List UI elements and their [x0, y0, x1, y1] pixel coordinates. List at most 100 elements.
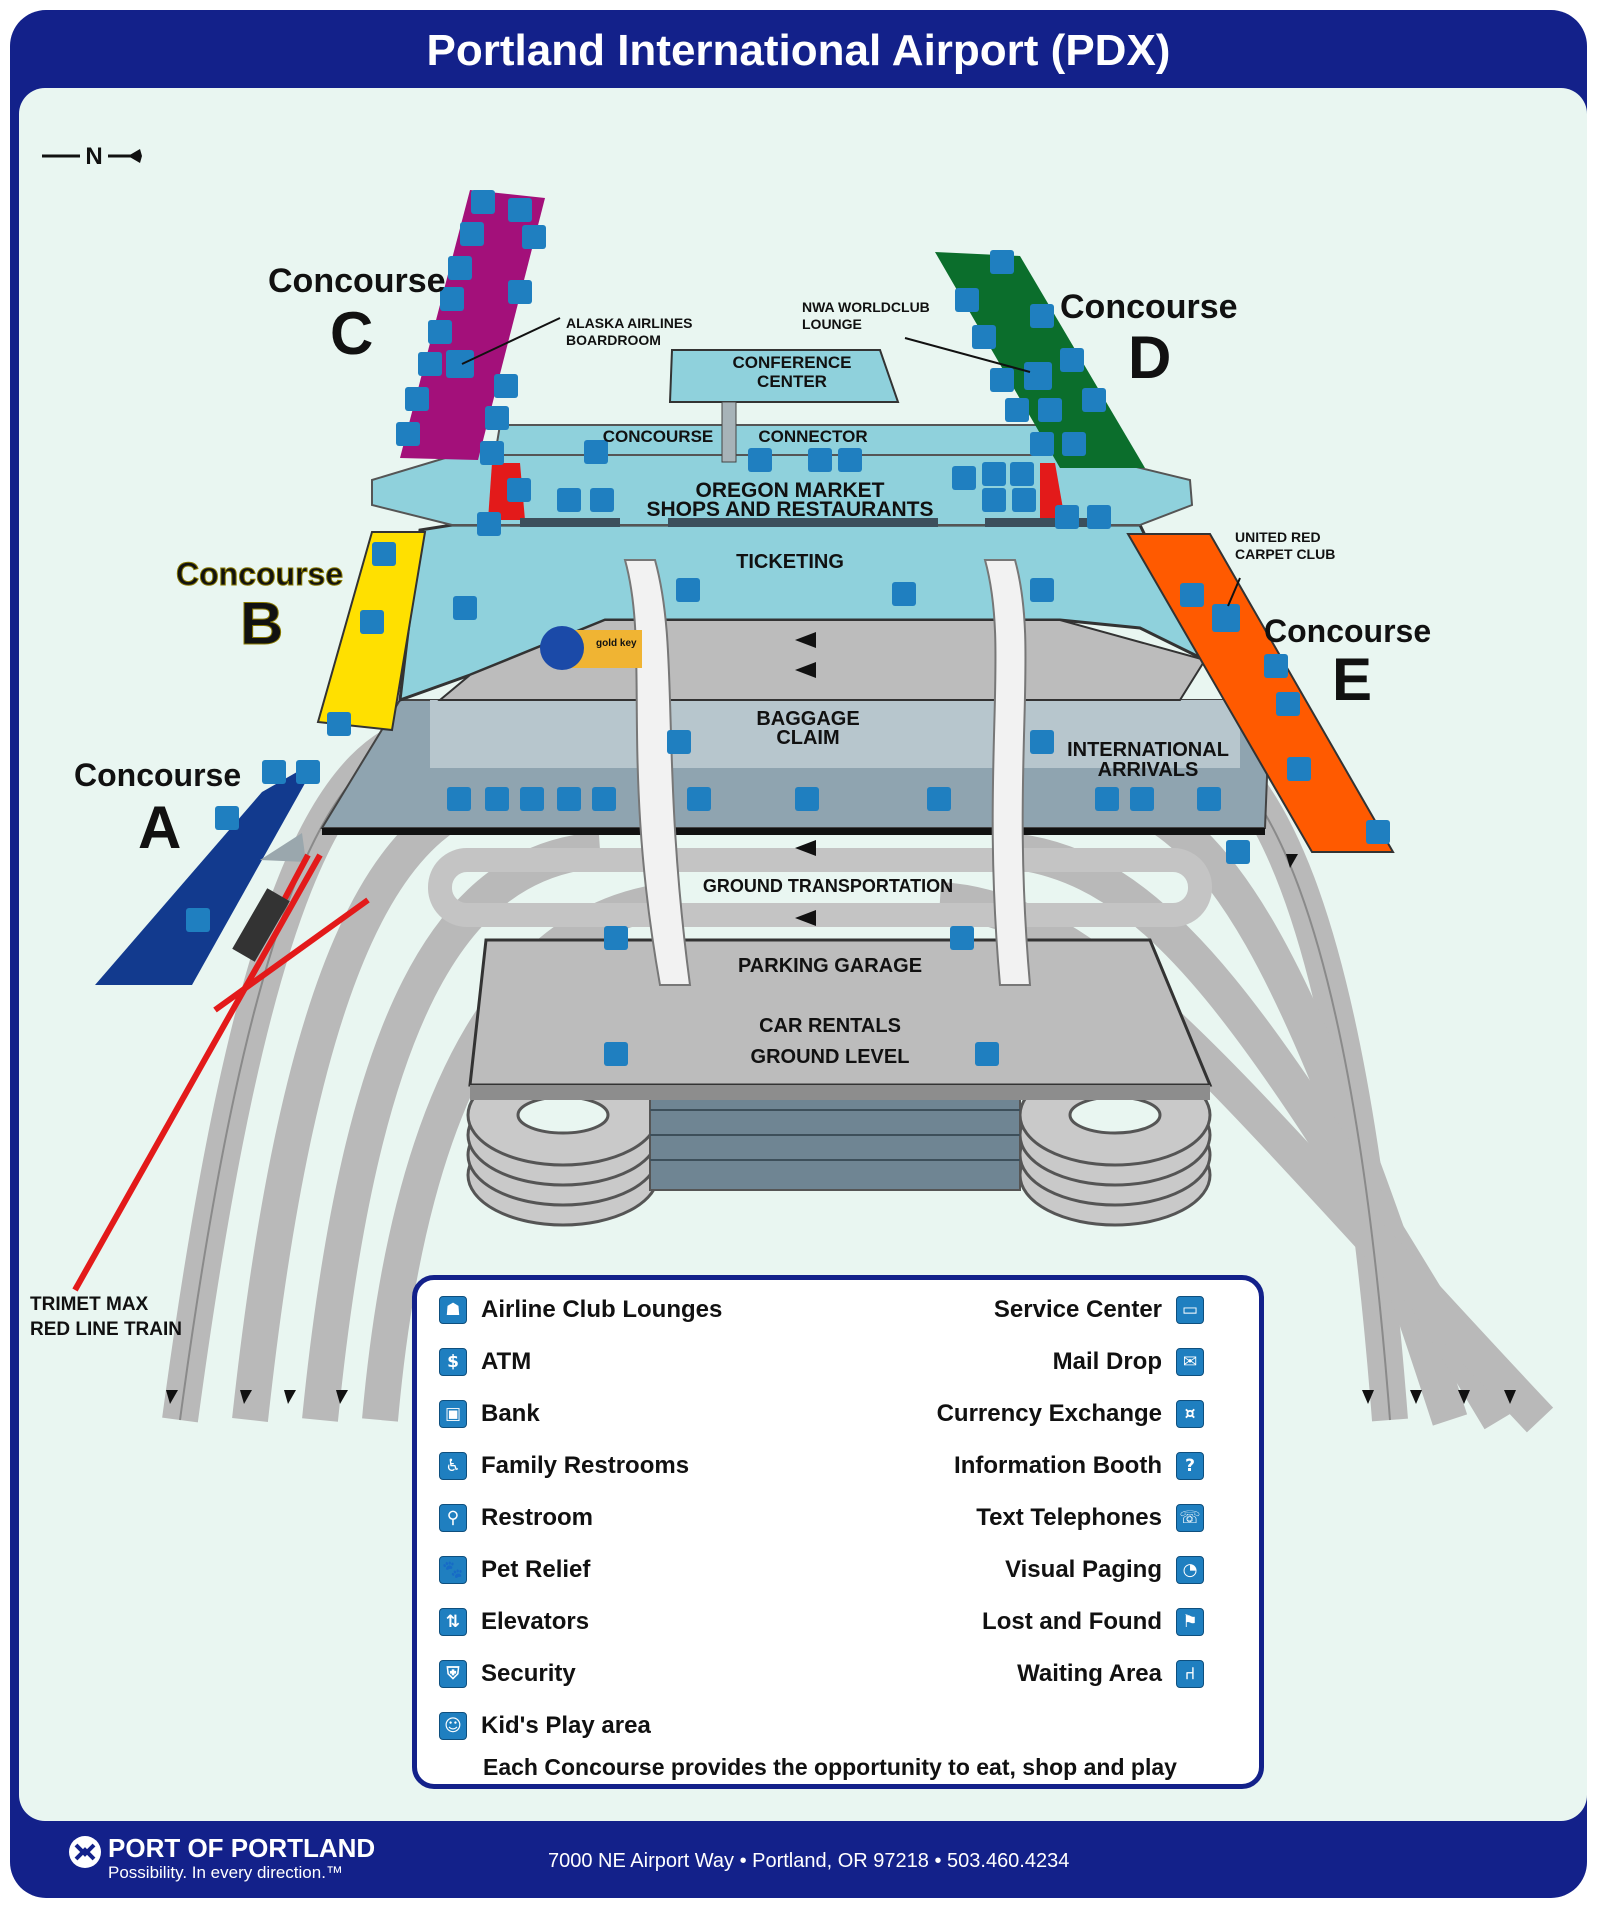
legend-item: ♿Family Restrooms: [439, 1452, 689, 1480]
concourse-labels: Concourse C Concourse D Concourse B Conc…: [74, 262, 1431, 861]
port-tagline: Possibility. In every direction.™: [108, 1863, 343, 1882]
legend-label: Text Telephones: [976, 1504, 1162, 1531]
concourse-b-word: Concourse: [176, 556, 343, 592]
restroom-icon: [838, 448, 862, 472]
intl-label-2: ARRIVALS: [1098, 759, 1199, 781]
united-label-2: CARPET CLUB: [1235, 546, 1335, 562]
concourse-e: [1126, 533, 1395, 853]
alaska-label-1: ALASKA AIRLINES: [566, 315, 693, 331]
restroom-icon: ⚲: [439, 1504, 467, 1532]
atm-icon: [428, 320, 452, 344]
elevator-icon: [604, 926, 628, 950]
concourse-e-word: Concourse: [1264, 613, 1431, 649]
mail-drop-icon: [557, 488, 581, 512]
service-center-icon: [1060, 348, 1084, 372]
elevator-icon: [1366, 820, 1390, 844]
text-telephone-icon: [952, 466, 976, 490]
legend-item: ¤Currency Exchange: [937, 1400, 1204, 1428]
elevator-icon: [327, 712, 351, 736]
security-icon: [1010, 462, 1034, 486]
legend-item: ⇅Elevators: [439, 1608, 589, 1636]
connector-label-1: CONCOURSE: [603, 427, 714, 446]
legend-note: Each Concourse provides the opportunity …: [483, 1754, 1177, 1780]
restroom-icon: [955, 288, 979, 312]
atm-icon: $: [439, 1348, 467, 1376]
visual-paging-icon: [990, 250, 1014, 274]
trimet-label-1: TRIMET MAX: [30, 1294, 149, 1315]
legend-item: ☗Airline Club Lounges: [439, 1296, 722, 1324]
visual-paging-icon: [1030, 304, 1054, 328]
legend-item: $ATM: [439, 1348, 531, 1376]
north-label: N: [85, 143, 102, 170]
facility-icons: [186, 190, 1390, 1066]
concourse-e-letter: E: [1332, 646, 1372, 713]
nwa-label-1: NWA WORLDCLUB: [802, 299, 930, 315]
airline-club-lounge-icon: [1024, 362, 1052, 390]
ground-transport-label: GROUND TRANSPORTATION: [703, 876, 953, 896]
visual-paging-icon: [1130, 787, 1154, 811]
text-telephone-icon: [1276, 692, 1300, 716]
elevator-icon: [667, 730, 691, 754]
restroom-icon: [522, 225, 546, 249]
concourse-c: [400, 190, 545, 460]
family-restroom-icon: [1030, 432, 1054, 456]
lost-and-found-icon: ⚑: [1176, 1608, 1204, 1636]
service-center-icon: ▭: [1176, 1296, 1204, 1324]
terminal-direction-arrows: [795, 632, 816, 926]
restroom-icon: [372, 542, 396, 566]
intl-label-1: INTERNATIONAL: [1067, 739, 1229, 761]
legend-label: Currency Exchange: [936, 1400, 1162, 1427]
information-booth-icon: [557, 787, 581, 811]
port-address: 7000 NE Airport Way • Portland, OR 97218…: [548, 1850, 1070, 1872]
concourse-d-word: Concourse: [1060, 288, 1238, 326]
atm-icon: [460, 222, 484, 246]
concourse-c-word: Concourse: [268, 262, 446, 300]
legend-item: ⚲ Restroom: [439, 1504, 593, 1532]
legend-label: Pet Relief: [481, 1556, 591, 1583]
elevator-icon: [1030, 578, 1054, 602]
market-label-2: SHOPS AND RESTAURANTS: [646, 498, 933, 521]
service-center-icon: [448, 256, 472, 280]
lost-and-found-icon: [1197, 787, 1221, 811]
restroom-icon: [1264, 654, 1288, 678]
legend-label: Airline Club Lounges: [481, 1296, 723, 1323]
legend-label: Bank: [481, 1400, 540, 1427]
atm-icon: [982, 488, 1006, 512]
legend-item: ⑁Waiting Area: [1017, 1660, 1204, 1688]
legend-label: Restroom: [481, 1504, 594, 1531]
visual-paging-icon: [1287, 757, 1311, 781]
restroom-icon: [215, 806, 239, 830]
area-labels: CONFERENCE CENTER CONCOURSE CONNECTOR OR…: [30, 353, 1229, 1340]
family-restroom-icon: [396, 422, 420, 446]
concourse-c-letter: C: [330, 300, 373, 367]
service-center-icon: [296, 760, 320, 784]
legend-item: ?Information Booth: [954, 1452, 1204, 1480]
lost-and-found-icon: [808, 448, 832, 472]
text-telephone-icon: [471, 190, 495, 214]
text-telephone-icon: [508, 280, 532, 304]
mail-drop-icon: [1012, 488, 1036, 512]
nwa-label-2: LOUNGE: [802, 316, 862, 332]
visual-paging-icon: [1180, 583, 1204, 607]
legend-item: ☺Kid's Play area: [439, 1712, 651, 1740]
road-direction-arrows: [166, 790, 1516, 1404]
text-telephone-icon: [1095, 787, 1119, 811]
security-icon: ⛨: [439, 1660, 467, 1688]
trimet-red-line-track: [72, 853, 370, 1292]
legend-item: ☏Text Telephones: [976, 1504, 1204, 1532]
conference-label-2: CENTER: [757, 372, 827, 391]
visual-paging-icon: [494, 374, 518, 398]
family-restroom-icon: [477, 512, 501, 536]
united-label-1: UNITED RED: [1235, 529, 1321, 545]
baggage-label-1: BAGGAGE: [756, 708, 859, 730]
concourse-a-word: Concourse: [74, 757, 241, 793]
text-telephone-icon: [584, 440, 608, 464]
restroom-icon: [1062, 432, 1086, 456]
information-booth-icon: ?: [1176, 1452, 1204, 1480]
legend-label: Security: [481, 1660, 576, 1687]
visual-paging-icon: [520, 787, 544, 811]
legend-label: Elevators: [481, 1608, 590, 1635]
security-icon: [507, 478, 531, 502]
visual-paging-icon: [795, 787, 819, 811]
conference-center: [668, 349, 900, 463]
